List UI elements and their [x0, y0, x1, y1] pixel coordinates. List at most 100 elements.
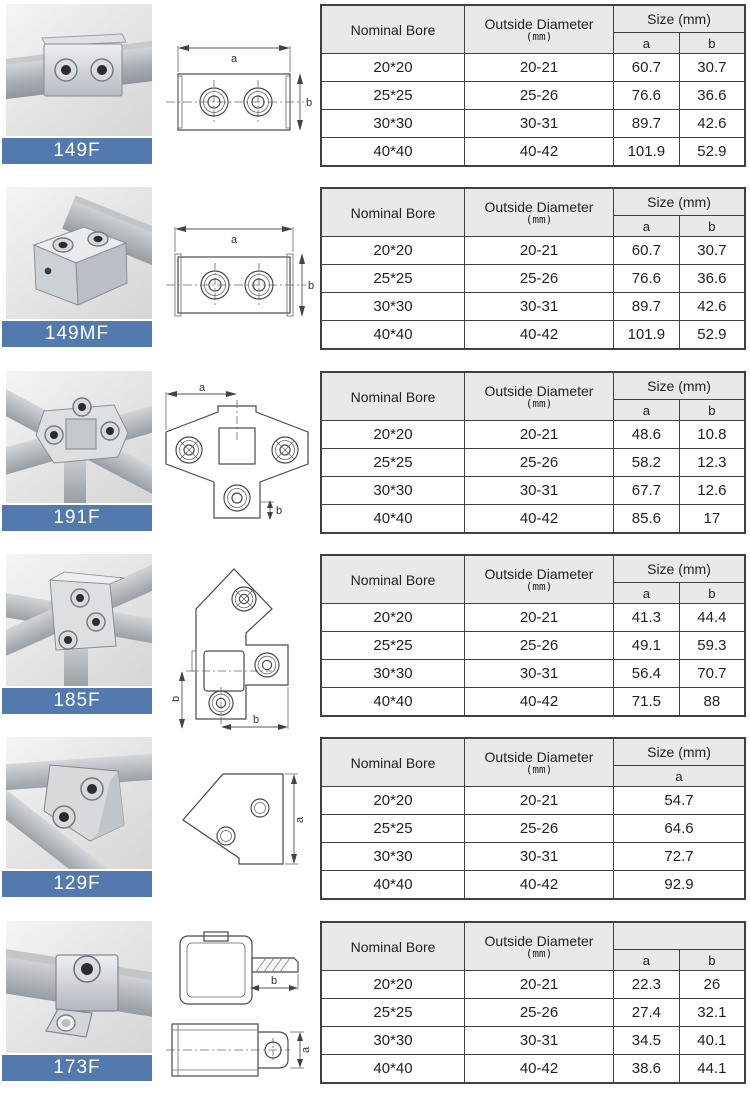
- photo-art-angle-bracket: [6, 753, 152, 869]
- header-a: a: [613, 215, 680, 237]
- header-outside-diameter: Outside Diameter(mm): [464, 737, 614, 787]
- header-size: Size (mm): [613, 554, 746, 583]
- header-a: a: [613, 765, 746, 787]
- header-od-text: Outside Diameter: [484, 749, 594, 765]
- spec-table-191f: Nominal Bore Outside Diameter(mm) Size (…: [320, 371, 746, 534]
- dim-label-bottom-b: b: [253, 714, 259, 726]
- header-od-unit: (mm): [525, 763, 553, 776]
- product-row-185f: 185F b b: [0, 550, 750, 733]
- dim-label-b: b: [271, 975, 277, 987]
- header-od-unit: (mm): [525, 30, 553, 43]
- header-nominal-bore: Nominal Bore: [320, 554, 465, 604]
- technical-drawing: a b: [155, 0, 319, 183]
- header-a: a: [613, 582, 680, 604]
- dim-label-a: a: [199, 384, 206, 394]
- product-code-label: 173F: [2, 1055, 152, 1081]
- header-size-blank: [613, 921, 746, 950]
- header-b: b: [678, 32, 746, 54]
- header-nominal-bore: Nominal Bore: [320, 187, 465, 237]
- photo-art-end-cap: [32, 195, 152, 306]
- product-row-129f: 129F a Nominal Bore Outside Diameter(mm): [0, 733, 750, 916]
- header-a: a: [613, 32, 680, 54]
- header-od-unit: (mm): [525, 397, 553, 410]
- dim-label-left-b: b: [172, 695, 182, 701]
- header-outside-diameter: Outside Diameter(mm): [464, 4, 614, 54]
- header-od-text: Outside Diameter: [484, 383, 594, 399]
- product-row-173f: 173F b: [0, 917, 750, 1100]
- header-outside-diameter: Outside Diameter(mm): [464, 554, 614, 604]
- header-outside-diameter: Outside Diameter(mm): [464, 921, 614, 971]
- photo-art-cross-clamp: [6, 386, 152, 503]
- dim-label-a: a: [231, 234, 238, 246]
- header-outside-diameter: Outside Diameter(mm): [464, 187, 614, 237]
- header-size: Size (mm): [613, 371, 746, 400]
- dim-label-a: a: [300, 1046, 312, 1053]
- header-od-unit: (mm): [525, 947, 553, 960]
- technical-drawing: a: [155, 733, 319, 916]
- header-b: b: [678, 399, 746, 421]
- spec-table-173f: Nominal Bore Outside Diameter(mm) a b 20…: [320, 921, 746, 1084]
- product-row-149f: 149F a b: [0, 0, 750, 183]
- dim-label-b: b: [276, 505, 282, 517]
- header-od-text: Outside Diameter: [484, 566, 594, 582]
- header-nominal-bore: Nominal Bore: [320, 921, 465, 971]
- photo-art-lug-sleeve: [6, 947, 152, 1038]
- product-code-label: 149MF: [2, 321, 152, 347]
- header-b: b: [678, 215, 746, 237]
- product-code-label: 129F: [2, 871, 152, 897]
- photo-art-sleeve-clamp: [6, 33, 152, 101]
- spec-table-129f: Nominal Bore Outside Diameter(mm) Size (…: [320, 737, 746, 900]
- header-od-unit: (mm): [525, 580, 553, 593]
- product-photo: [6, 187, 152, 319]
- product-row-149mf: 149MF a b: [0, 183, 750, 366]
- dim-label-a: a: [231, 53, 238, 65]
- header-od-text: Outside Diameter: [484, 933, 594, 949]
- header-a: a: [613, 399, 680, 421]
- technical-drawing: b b: [155, 550, 319, 733]
- header-od-text: Outside Diameter: [484, 199, 594, 215]
- photo-art-corner-clamp: [6, 559, 152, 686]
- product-photo: [6, 371, 152, 503]
- product-code-label: 149F: [2, 138, 152, 164]
- dim-label-b: b: [308, 280, 314, 292]
- technical-drawing: a b: [155, 367, 319, 550]
- header-od-unit: (mm): [525, 213, 553, 226]
- product-photo: [6, 921, 152, 1053]
- header-size: Size (mm): [613, 4, 746, 33]
- spec-table-149f: Nominal Bore Outside Diameter(mm) Size (…: [320, 4, 746, 167]
- product-photo: [6, 4, 152, 136]
- header-b: b: [678, 949, 746, 971]
- header-b: b: [678, 582, 746, 604]
- dim-label-b: b: [306, 97, 312, 109]
- header-size: Size (mm): [613, 737, 746, 766]
- header-outside-diameter: Outside Diameter(mm): [464, 371, 614, 421]
- product-row-191f: 191F a b: [0, 367, 750, 550]
- product-photo: [6, 737, 152, 869]
- header-od-text: Outside Diameter: [484, 16, 594, 32]
- header-size: Size (mm): [613, 187, 746, 216]
- header-nominal-bore: Nominal Bore: [320, 737, 465, 787]
